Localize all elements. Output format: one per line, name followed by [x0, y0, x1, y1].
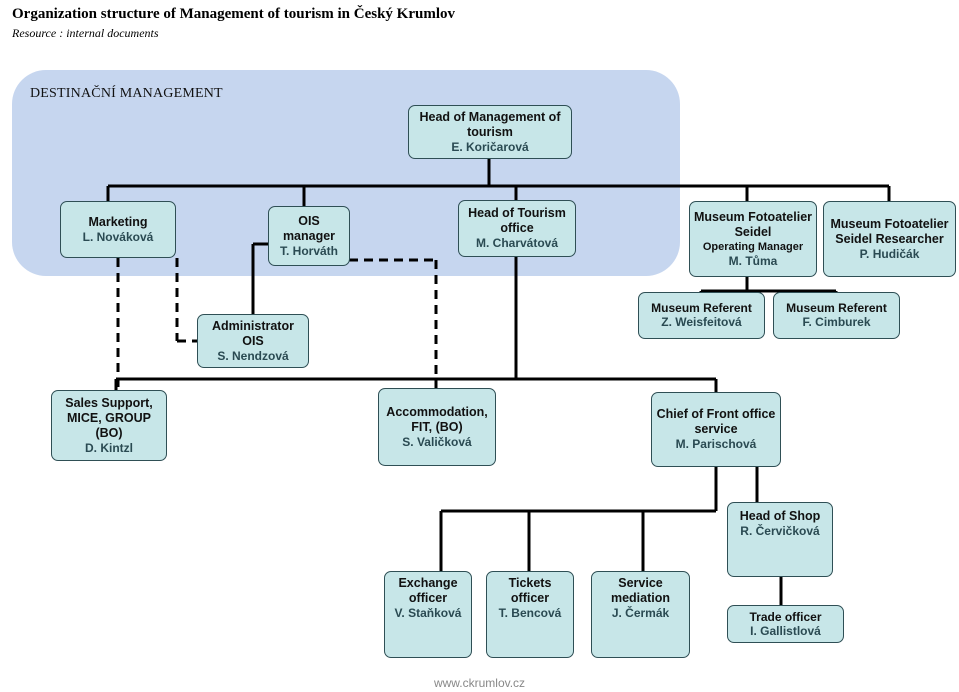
- node-title: Exchange officer: [398, 576, 458, 605]
- node-title: Museum Referent: [651, 301, 752, 315]
- node-title: Tickets officer: [508, 576, 552, 605]
- node-person: M. Tůma: [728, 253, 778, 268]
- node-ois-manager[interactable]: OIS manager T. Horváth: [268, 206, 350, 266]
- node-person: T. Bencová: [498, 606, 562, 620]
- node-person: P. Hudičák: [859, 246, 920, 261]
- node-person: M. Charvátová: [475, 236, 559, 250]
- page-subtitle: Resource : internal documents: [12, 26, 159, 40]
- footer-website: www.ckrumlov.cz: [433, 676, 526, 690]
- node-person: D. Kintzl: [85, 440, 133, 455]
- node-title: Museum Referent: [786, 301, 887, 315]
- node-person: Z. Weisfeitová: [661, 315, 742, 329]
- node-title: Head of Management of tourism: [419, 109, 561, 139]
- page-title: Organization structure of Management of …: [12, 6, 456, 22]
- node-head-of-management[interactable]: Head of Management of tourism E. Koričar…: [408, 105, 572, 159]
- node-title: OIS manager: [282, 213, 336, 243]
- node-title: Head of Shop: [739, 509, 821, 523]
- node-head-of-tourism-office[interactable]: Head of Tourism office M. Charvátová: [458, 200, 576, 257]
- node-person: T. Horváth: [279, 243, 338, 258]
- node-title: Chief of Front office service: [656, 407, 776, 436]
- node-administrator-ois[interactable]: Administrator OIS S. Nendzová: [197, 314, 309, 368]
- node-tickets-officer[interactable]: Tickets officer T. Bencová: [486, 571, 574, 658]
- node-person: L. Nováková: [82, 229, 154, 244]
- node-title: Museum Fotoatelier Seidel: [693, 209, 813, 239]
- node-head-of-shop[interactable]: Head of Shop R. Červičková: [727, 502, 833, 577]
- node-museum-operating-manager[interactable]: Museum Fotoatelier Seidel Operating Mana…: [689, 201, 817, 277]
- node-person: S. Nendzová: [217, 348, 289, 363]
- node-person: V. Staňková: [394, 606, 462, 620]
- region-label: DESTINAČNÍ MANAGEMENT: [30, 86, 223, 101]
- node-title: Sales Support, MICE, GROUP (BO): [65, 395, 153, 440]
- node-title: Head of Tourism office: [468, 206, 566, 235]
- node-person: M. Parischová: [675, 437, 757, 451]
- node-title: Accommodation, FIT, (BO): [386, 404, 488, 434]
- node-trade-officer[interactable]: Trade officer I. Gallistlová: [727, 605, 844, 643]
- node-person: I. Gallistlová: [750, 623, 821, 638]
- node-sales-support[interactable]: Sales Support, MICE, GROUP (BO) D. Kintz…: [51, 390, 167, 461]
- node-role: Operating Manager: [702, 240, 804, 253]
- node-title: Museum Fotoatelier Seidel Researcher: [830, 216, 949, 246]
- node-title: Administrator OIS: [212, 318, 294, 348]
- node-person: J. Čermák: [611, 606, 670, 620]
- node-accommodation[interactable]: Accommodation, FIT, (BO) S. Valičková: [378, 388, 496, 466]
- node-marketing[interactable]: Marketing L. Nováková: [60, 201, 176, 258]
- node-museum-referent-2[interactable]: Museum Referent F. Cimburek: [773, 292, 900, 339]
- node-museum-referent-1[interactable]: Museum Referent Z. Weisfeitová: [638, 292, 765, 339]
- node-person: S. Valičková: [402, 434, 472, 449]
- node-title: Marketing: [88, 214, 148, 229]
- node-service-mediation[interactable]: Service mediation J. Čermák: [591, 571, 690, 658]
- node-person: F. Cimburek: [802, 315, 871, 329]
- node-chief-of-front-office[interactable]: Chief of Front office service M. Parisch…: [651, 392, 781, 467]
- node-person: R. Červičková: [740, 524, 820, 538]
- node-museum-researcher[interactable]: Museum Fotoatelier Seidel Researcher P. …: [823, 201, 956, 277]
- node-title: Service mediation: [610, 576, 671, 605]
- node-exchange-officer[interactable]: Exchange officer V. Staňková: [384, 571, 472, 658]
- node-title: Trade officer: [749, 609, 822, 624]
- node-person: E. Koričarová: [451, 139, 529, 154]
